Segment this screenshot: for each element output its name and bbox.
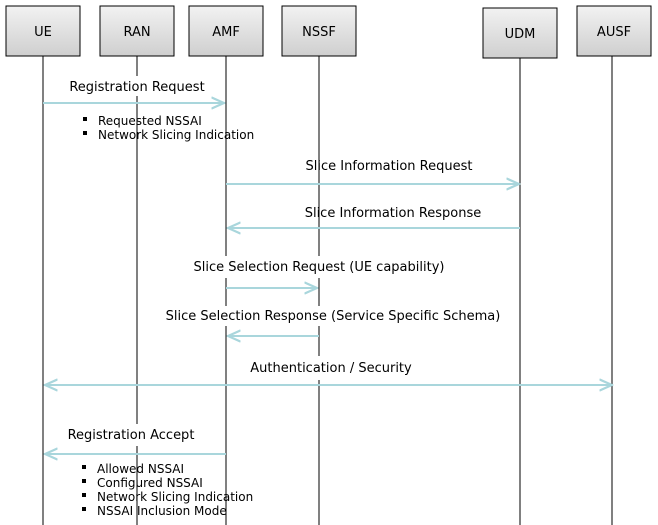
entity-label-amf: AMF [212,25,240,40]
message-registration-accept: Registration Accept Allowed NSSAI Config… [45,428,253,518]
entity-ran: RAN [99,5,175,57]
note-item: Requested NSSAI [98,114,202,128]
entity-udm: UDM [482,7,558,59]
entity-ausf: AUSF [576,5,652,57]
message-authentication-security: Authentication / Security [45,361,612,385]
message-slice-information-request: Slice Information Request [226,159,519,184]
message-slice-information-response: Slice Information Response [228,206,520,228]
entity-label-ue: UE [34,25,52,40]
note-item: Network Slicing Indication [97,490,253,504]
entity-label-ran: RAN [123,25,150,40]
message-registration-request: Registration Request Requested NSSAI Net… [43,80,254,142]
entity-label-udm: UDM [505,27,536,42]
note-item: NSSAI Inclusion Mode [97,504,227,518]
message-label: Registration Accept [68,428,195,443]
message-label: Slice Information Response [305,206,482,221]
message-slice-selection-response: Slice Selection Response (Service Specif… [166,309,501,336]
message-notes: Requested NSSAI Network Slicing Indicati… [83,114,254,142]
entity-label-ausf: AUSF [597,25,631,40]
message-label: Registration Request [69,80,204,95]
message-label: Slice Selection Response (Service Specif… [166,309,501,324]
message-label: Authentication / Security [250,361,412,376]
note-item: Allowed NSSAI [97,462,184,476]
message-slice-selection-request: Slice Selection Request (UE capability) [194,260,445,288]
message-label: Slice Information Request [306,159,473,174]
note-item: Network Slicing Indication [98,128,254,142]
message-label: Slice Selection Request (UE capability) [194,260,445,275]
message-notes: Allowed NSSAI Configured NSSAI Network S… [82,462,253,518]
entity-nssf: NSSF [281,5,357,57]
entity-ue: UE [5,5,81,57]
entity-label-nssf: NSSF [302,25,336,40]
note-item: Configured NSSAI [97,476,203,490]
entity-amf: AMF [188,5,264,57]
